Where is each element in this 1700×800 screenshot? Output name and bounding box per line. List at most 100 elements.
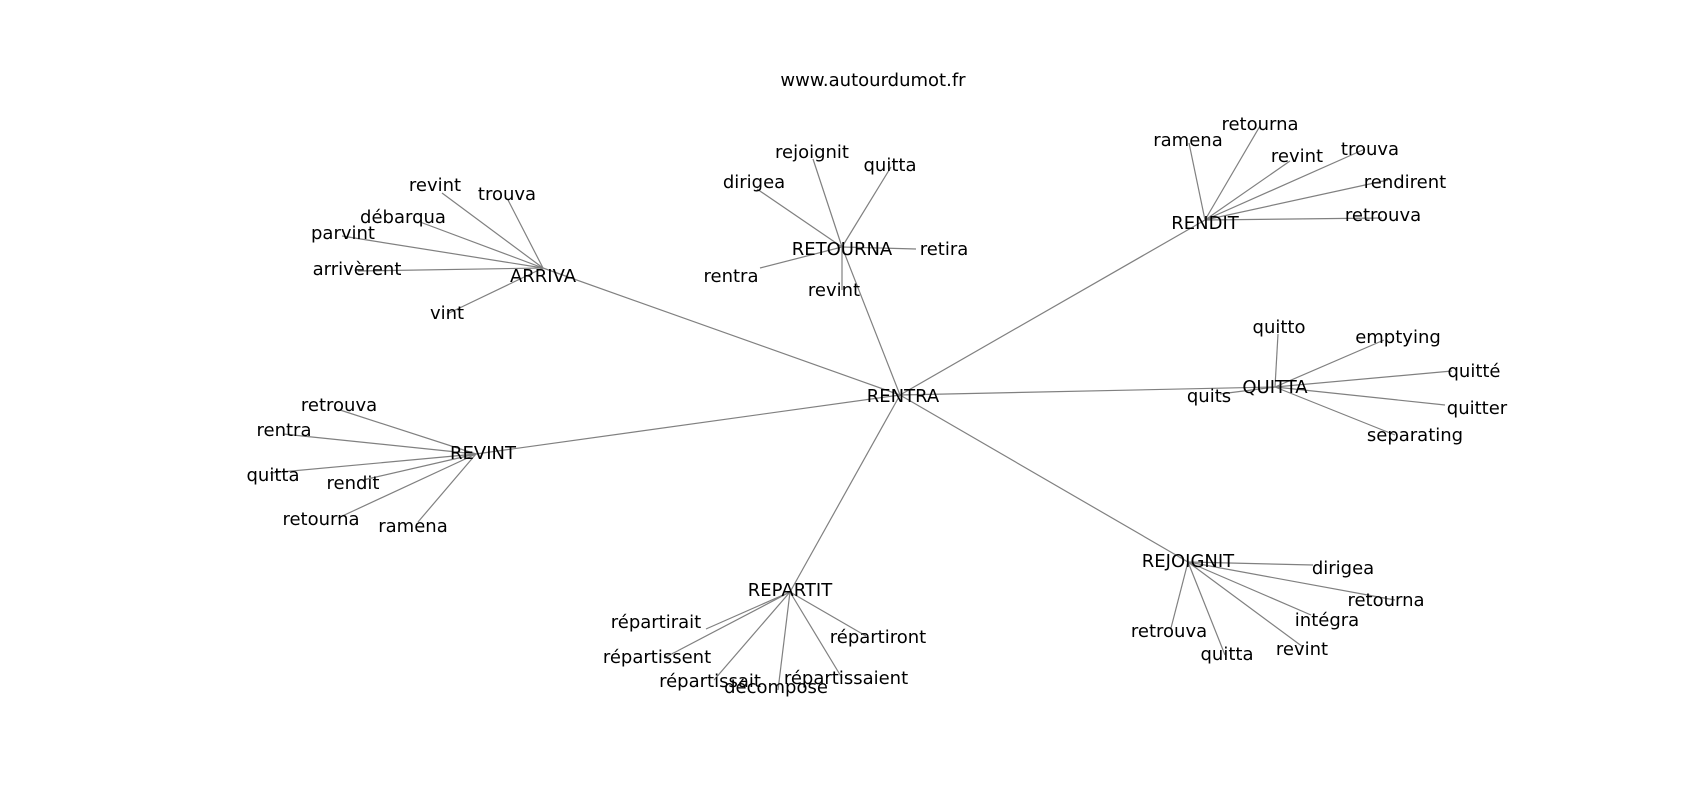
leaf-edge xyxy=(1204,148,1366,221)
leaf-node-label: dirigea xyxy=(723,172,785,193)
hub-edge xyxy=(542,267,901,396)
leaf-edge xyxy=(1187,561,1396,601)
leaf-edge xyxy=(841,246,917,250)
leaf-node-label: parvint xyxy=(311,223,375,244)
leaf-edge xyxy=(812,158,843,248)
leaf-node-label: revint xyxy=(1271,146,1323,167)
leaf-edge xyxy=(1274,370,1453,388)
leaf-edge xyxy=(1274,386,1396,436)
leaf-edge xyxy=(269,453,477,474)
leaf-edge xyxy=(1219,386,1276,395)
leaf-edge xyxy=(339,409,477,455)
leaf-edge xyxy=(777,591,791,691)
leaf-node-label: quitté xyxy=(1447,361,1500,382)
leaf-node-label: retrouva xyxy=(301,395,377,416)
leaf-node-label: retourna xyxy=(1347,590,1424,611)
leaf-edge xyxy=(713,591,791,681)
leaf-edge xyxy=(1187,561,1226,656)
hub-node-label: REPARTIT xyxy=(748,580,833,601)
leaf-edge xyxy=(1204,160,1291,221)
leaf-node-label: répartissait xyxy=(659,671,761,692)
hub-node-label: REVINT xyxy=(450,443,517,464)
leaf-edge xyxy=(282,433,477,455)
leaf-edge xyxy=(789,591,867,637)
leaf-node-label: dirigea xyxy=(1312,558,1374,579)
leaf-edge xyxy=(341,235,544,269)
leaf-edge xyxy=(1204,217,1383,221)
center-node-label: RENTRA xyxy=(867,386,940,407)
leaf-edge xyxy=(419,221,544,269)
leaf-node-label: rendirent xyxy=(1364,172,1446,193)
leaf-node-label: retira xyxy=(920,239,969,260)
leaf-node-label: répartissaient xyxy=(784,668,908,689)
hub-edge xyxy=(789,394,901,593)
leaf-node-label: vint xyxy=(430,303,464,324)
leaf-edge xyxy=(507,199,544,269)
leaf-node-label: retourna xyxy=(282,509,359,530)
leaf-node-label: quitta xyxy=(247,465,300,486)
leaf-edge xyxy=(1274,339,1385,388)
hub-edge xyxy=(475,394,901,455)
leaf-node-label: répartiront xyxy=(830,627,926,648)
leaf-node-label: quitter xyxy=(1447,398,1508,419)
leaf-node-label: répartirait xyxy=(611,612,701,633)
leaf-node-label: quitto xyxy=(1253,317,1306,338)
leaf-node-label: quitta xyxy=(864,155,917,176)
leaf-node-label: trouva xyxy=(478,184,536,205)
leaf-node-label: rentra xyxy=(704,266,759,287)
leaf-edge xyxy=(663,591,791,659)
graph-edges xyxy=(269,125,1453,691)
hub-node-label: QUITTA xyxy=(1242,377,1308,398)
leaf-node-label: rendit xyxy=(327,473,380,494)
hub-node-label: REJOIGNIT xyxy=(1142,551,1235,572)
leaf-node-label: retourna xyxy=(1221,114,1298,135)
leaf-node-label: retrouva xyxy=(1131,621,1207,642)
leaf-edge xyxy=(1187,561,1304,648)
leaf-node-label: trouva xyxy=(1341,139,1399,160)
leaf-edge xyxy=(362,453,477,481)
leaf-edge xyxy=(841,166,892,248)
hub-edge xyxy=(899,219,1206,396)
leaf-edge xyxy=(789,591,843,679)
hub-node-label: ARRIVA xyxy=(510,266,577,287)
leaf-edge xyxy=(705,591,791,630)
leaf-node-label: ramena xyxy=(378,516,447,537)
leaf-node-label: separating xyxy=(1367,425,1463,446)
hub-node-label: RETOURNA xyxy=(792,239,893,260)
leaf-node-label: arrivèrent xyxy=(313,259,402,280)
hub-edge xyxy=(899,394,1189,563)
leaf-edge xyxy=(1204,125,1261,221)
leaf-node-label: intégra xyxy=(1295,610,1359,631)
leaf-edge xyxy=(759,246,843,269)
leaf-node-label: revint xyxy=(808,280,860,301)
leaf-node-label: revint xyxy=(409,175,461,196)
leaf-node-label: ramena xyxy=(1153,130,1222,151)
leaf-edge xyxy=(1187,561,1314,566)
leaf-edge xyxy=(1274,386,1446,406)
leaf-node-label: décompose xyxy=(724,677,828,698)
leaf-edge xyxy=(337,453,477,519)
site-url: www.autourdumot.fr xyxy=(780,70,966,91)
hub-node-label: RENDIT xyxy=(1171,213,1240,234)
leaf-edge xyxy=(357,267,544,272)
leaf-node-label: revint xyxy=(1276,639,1328,660)
leaf-node-label: rejoignit xyxy=(775,142,849,163)
leaf-edge xyxy=(1187,561,1312,616)
hub-edge xyxy=(899,386,1276,396)
leaf-edge xyxy=(756,188,843,248)
hub-edge xyxy=(841,246,901,396)
leaf-edge xyxy=(441,192,544,269)
leaf-node-label: débarqua xyxy=(360,207,446,228)
leaf-edge xyxy=(417,453,477,523)
leaf-edge xyxy=(1188,142,1206,221)
leaf-edge xyxy=(1204,179,1389,221)
leaf-edge xyxy=(1274,333,1279,388)
leaf-node-label: quits xyxy=(1187,386,1231,407)
leaf-edge xyxy=(1170,561,1189,629)
leaf-edge xyxy=(446,267,544,315)
leaf-node-label: retrouva xyxy=(1345,205,1421,226)
leaf-node-label: quitta xyxy=(1201,644,1254,665)
leaf-node-label: emptying xyxy=(1355,327,1441,348)
